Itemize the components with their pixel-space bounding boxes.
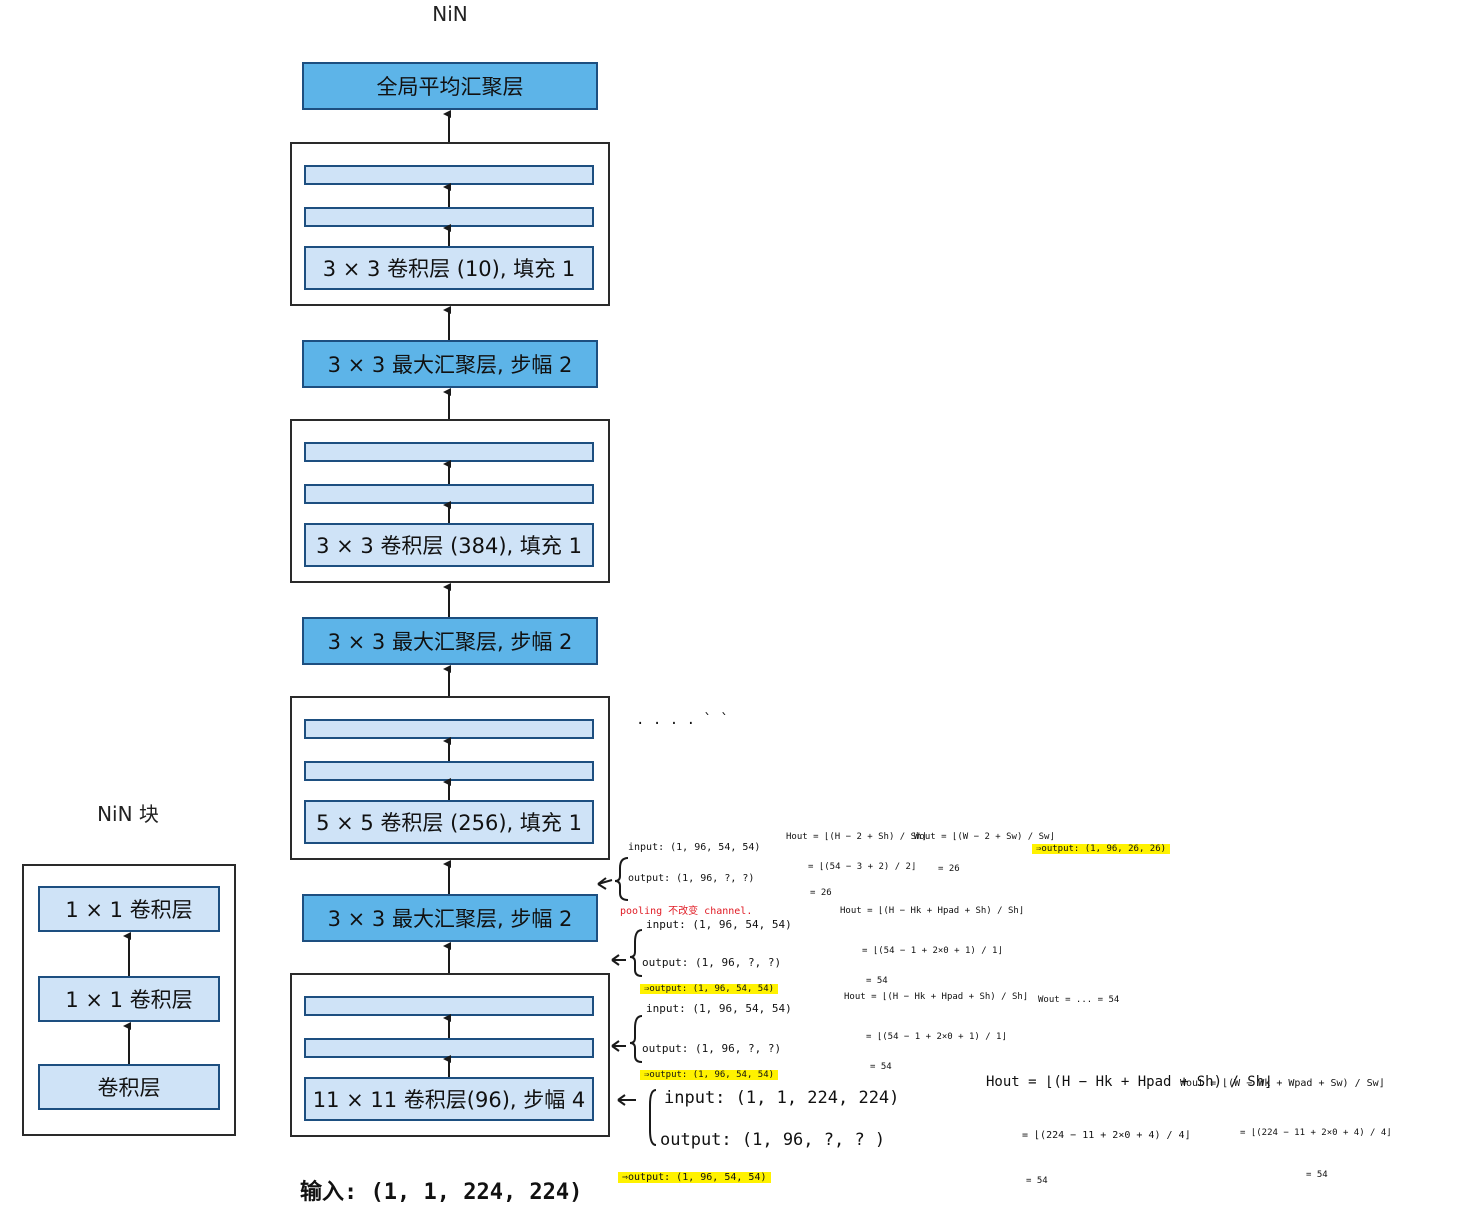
conv1-output-result: ⇒output: (1, 96, 54, 54) [618, 1172, 771, 1183]
block1-conv-layer: 11 × 11 卷积层(96), 步幅 4 [304, 1077, 594, 1121]
max-pool-3-layer: 3 × 3 最大汇聚层, 步幅 2 [302, 340, 598, 388]
max-pool-1-layer: 3 × 3 最大汇聚层, 步幅 2 [302, 894, 598, 942]
conv1-output: output: (1, 96, ?, ? ) [660, 1130, 886, 1150]
conv3-output-result-text: ⇒output: (1, 96, 54, 54) [640, 984, 779, 994]
conv1-output-result-text: ⇒output: (1, 96, 54, 54) [618, 1172, 771, 1183]
detail-conv: 卷积层 [38, 1064, 220, 1110]
pooling-channel-note: pooling 不改变 channel. [620, 906, 753, 917]
conv3-output: output: (1, 96, ?, ?) [642, 956, 782, 969]
pool1-output: output: (1, 96, ?, ?) [628, 873, 755, 884]
conv2-output-result: ⇒output: (1, 96, 54, 54) [640, 1070, 779, 1080]
nin-title: NiN [432, 2, 468, 26]
pool1-output-result: ⇒output: (1, 96, 26, 26) [1032, 844, 1171, 854]
pool1-hout-sub: = ⌊(54 − 3 + 2) / 2⌋ [808, 862, 917, 872]
conv3-input: input: (1, 96, 54, 54) [646, 918, 792, 931]
input-shape-label: 输入: (1, 1, 224, 224) [300, 1180, 583, 1205]
pool1-output-result-text: ⇒output: (1, 96, 26, 26) [1032, 844, 1171, 854]
conv1-wout-sub: = ⌊(224 − 11 + 2×0 + 4) / 4⌋ [1240, 1128, 1392, 1138]
conv1-wout-formula: Wout = ⌊(W − Wk + Wpad + Sw) / Sw⌋ [1180, 1078, 1385, 1089]
nin-block-title: NiN 块 [97, 802, 159, 826]
detail-1x1-conv-top: 1 × 1 卷积层 [38, 886, 220, 932]
conv3-output-result: ⇒output: (1, 96, 54, 54) [640, 984, 779, 994]
ellipsis-note: . . . . ` ` [636, 712, 729, 728]
block3-conv-layer: 3 × 3 卷积层 (384), 填充 1 [304, 523, 594, 567]
pool1-wout-result: = 26 [938, 864, 960, 874]
conv2-hout-result: = 54 [870, 1062, 892, 1072]
detail-1x1-conv-mid: 1 × 1 卷积层 [38, 976, 220, 1022]
conv2-wout-formula: Wout = ... = 54 [1038, 995, 1120, 1005]
conv2-input: input: (1, 96, 54, 54) [646, 1002, 792, 1015]
conv3-hout-sub: = ⌊(54 − 1 + 2×0 + 1) / 1⌋ [862, 946, 1003, 956]
conv1-wout-result: = 54 [1306, 1170, 1328, 1180]
conv2-output-result-text: ⇒output: (1, 96, 54, 54) [640, 1070, 779, 1080]
pool1-hout-result: = 26 [810, 888, 832, 898]
block4-conv-layer: 3 × 3 卷积层 (10), 填充 1 [304, 246, 594, 290]
conv2-hout-formula: Hout = ⌊(H − Hk + Hpad + Sh) / Sh⌋ [844, 992, 1029, 1002]
conv3-hout-formula: Hout = ⌊(H − Hk + Hpad + Sh) / Sh⌋ [840, 906, 1025, 916]
pool1-hout-formula: Hout = ⌊(H − 2 + Sh) / Sh⌋ [786, 832, 927, 842]
conv1-hout-sub: = ⌊(224 − 11 + 2×0 + 4) / 4⌋ [1022, 1130, 1191, 1141]
pool1-input: input: (1, 96, 54, 54) [628, 842, 761, 853]
global-avg-pool-layer: 全局平均汇聚层 [302, 62, 598, 110]
conv1-input: input: (1, 1, 224, 224) [664, 1088, 900, 1108]
conv2-output: output: (1, 96, ?, ?) [642, 1042, 782, 1055]
conv2-hout-sub: = ⌊(54 − 1 + 2×0 + 1) / 1⌋ [866, 1032, 1007, 1042]
block2-conv-layer: 5 × 5 卷积层 (256), 填充 1 [304, 800, 594, 844]
conv3-hout-result: = 54 [866, 976, 888, 986]
max-pool-2-layer: 3 × 3 最大汇聚层, 步幅 2 [302, 617, 598, 665]
pool1-wout-formula: Wout = ⌊(W − 2 + Sw) / Sw⌋ [914, 832, 1055, 842]
conv1-hout-formula: Hout = ⌊(H − Hk + Hpad + Sh) / Sh⌋ [986, 1074, 1273, 1090]
conv1-hout-result: = 54 [1026, 1176, 1048, 1186]
